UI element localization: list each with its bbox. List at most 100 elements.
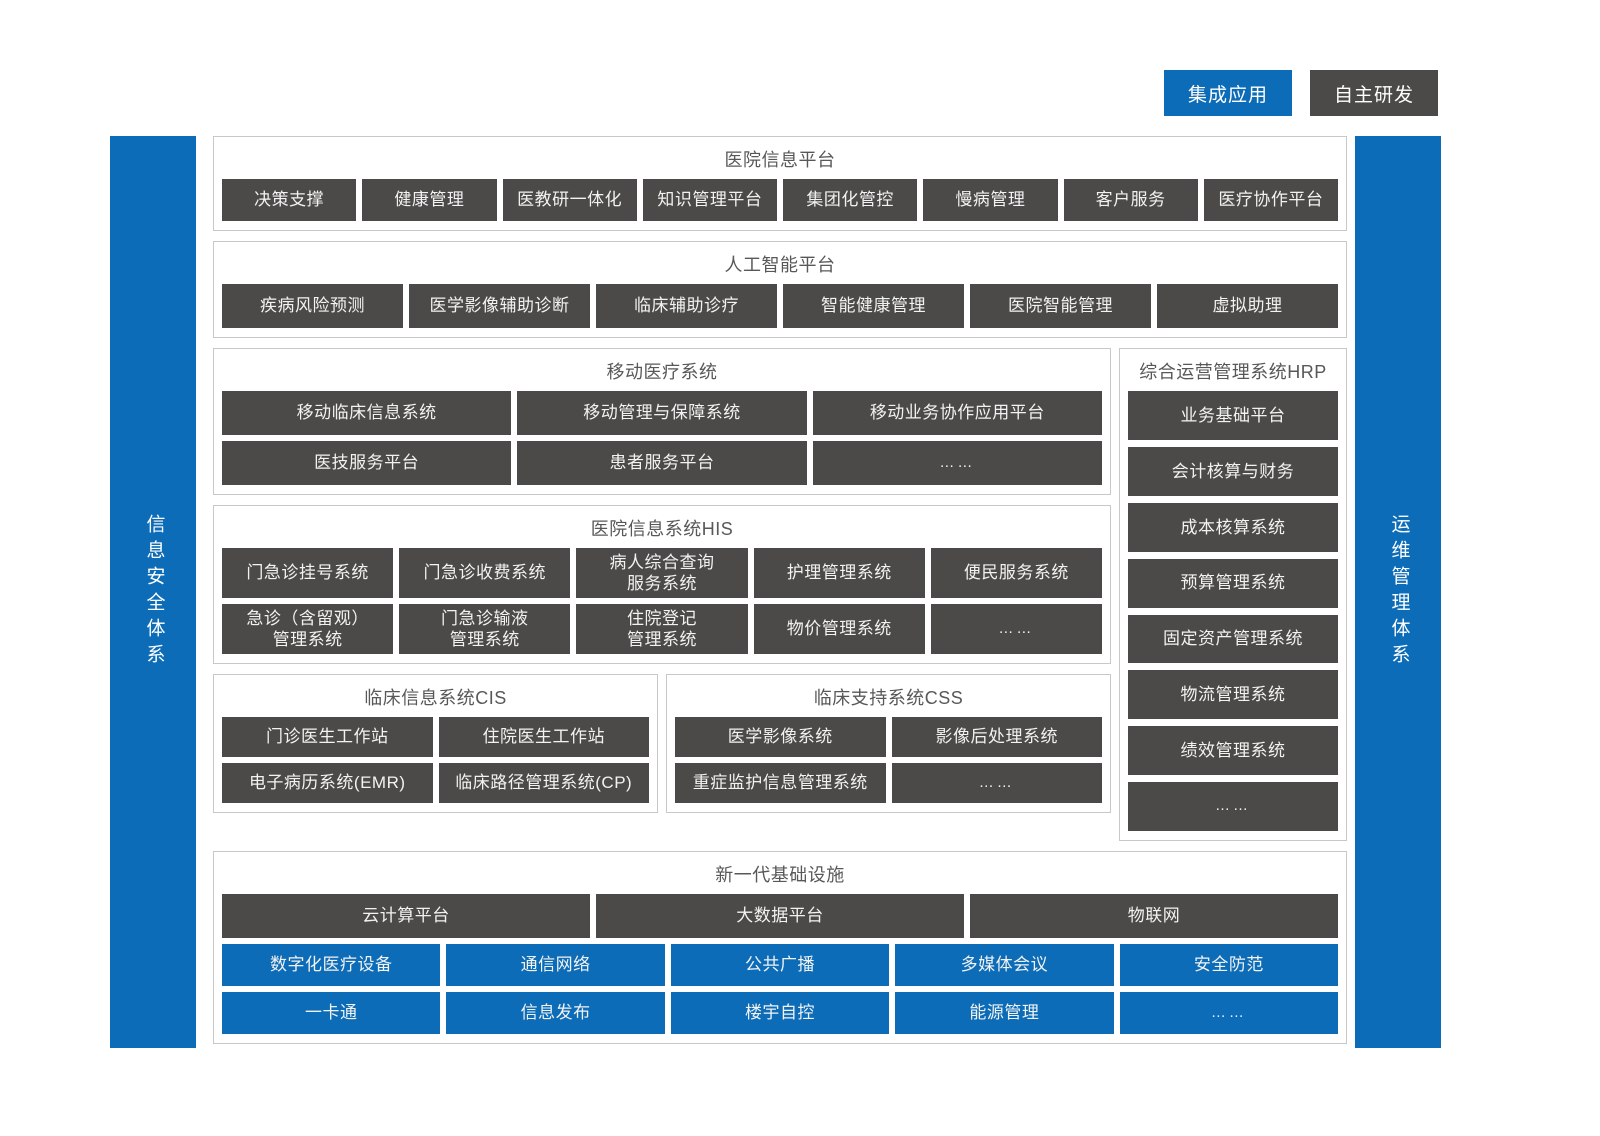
module-his-more[interactable]: …… xyxy=(930,604,1103,654)
module-outpatient-infusion[interactable]: 门急诊输液 管理系统 xyxy=(399,604,571,654)
module-digital-medical-equipment[interactable]: 数字化医疗设备 xyxy=(222,944,441,986)
module-business-base-platform[interactable]: 业务基础平台 xyxy=(1128,391,1338,440)
module-group-management[interactable]: 集团化管控 xyxy=(783,179,918,221)
module-patient-service-platform[interactable]: 患者服务平台 xyxy=(517,441,807,485)
sidebar-operation-maintenance-system: 运维管理体系 xyxy=(1355,136,1441,1048)
module-health-management[interactable]: 健康管理 xyxy=(362,179,497,221)
middle-region: 移动医疗系统 移动临床信息系统 移动管理与保障系统 移动业务协作应用平台 医技服… xyxy=(213,348,1347,841)
module-multimedia-conference[interactable]: 多媒体会议 xyxy=(895,944,1114,986)
module-customer-service[interactable]: 客户服务 xyxy=(1063,179,1198,221)
panel-hospital-information-platform: 医院信息平台 决策支撑 健康管理 医教研一体化 知识管理平台 集团化管控 慢病管… xyxy=(213,136,1347,231)
panel-row: 电子病历系统(EMR) 临床路径管理系统(CP) xyxy=(222,763,649,803)
panel-title: 医院信息系统HIS xyxy=(590,519,734,539)
module-mobile-management-support[interactable]: 移动管理与保障系统 xyxy=(517,391,807,435)
panel-hrp: 综合运营管理系统HRP 业务基础平台 会计核算与财务 成本核算系统 预算管理系统… xyxy=(1119,348,1347,841)
panel-cis: 临床信息系统CIS 门诊医生工作站 住院医生工作站 电子病历系统(EMR) 临床… xyxy=(213,674,658,813)
module-clinical-assisted-diagnosis[interactable]: 临床辅助诊疗 xyxy=(596,284,777,328)
panel-title: 移动医疗系统 xyxy=(606,362,718,382)
panel-row: 门急诊挂号系统 门急诊收费系统 病人综合查询 服务系统 护理管理系统 便民服务系… xyxy=(222,548,1103,598)
module-all-in-one-card[interactable]: 一卡通 xyxy=(222,992,441,1034)
module-smart-hospital-management[interactable]: 医院智能管理 xyxy=(970,284,1151,328)
panel-row: 移动临床信息系统 移动管理与保障系统 移动业务协作应用平台 xyxy=(222,391,1102,435)
module-decision-support[interactable]: 决策支撑 xyxy=(222,179,357,221)
module-outpatient-charging[interactable]: 门急诊收费系统 xyxy=(399,548,571,598)
module-virtual-assistant[interactable]: 虚拟助理 xyxy=(1157,284,1338,328)
panel-infrastructure: 新一代基础设施 云计算平台 大数据平台 物联网 数字化医疗设备 通信网络 公共广… xyxy=(213,851,1347,1044)
module-inpatient-registration[interactable]: 住院登记 管理系统 xyxy=(576,604,748,654)
legend-self-developed[interactable]: 自主研发 xyxy=(1310,70,1438,116)
panel-title: 新一代基础设施 xyxy=(715,865,845,885)
panel-row: 重症监护信息管理系统 …… xyxy=(675,763,1102,803)
module-mobile-business-collaboration[interactable]: 移动业务协作应用平台 xyxy=(812,391,1102,435)
hrp-list: 业务基础平台 会计核算与财务 成本核算系统 预算管理系统 固定资产管理系统 物流… xyxy=(1128,391,1338,831)
module-patient-inquiry-service[interactable]: 病人综合查询 服务系统 xyxy=(576,548,748,598)
module-inpatient-doctor-workstation[interactable]: 住院医生工作站 xyxy=(438,717,649,757)
panel-title: 人工智能平台 xyxy=(724,255,836,275)
module-outpatient-registration[interactable]: 门急诊挂号系统 xyxy=(222,548,394,598)
panel-mobile-medical-system: 移动医疗系统 移动临床信息系统 移动管理与保障系统 移动业务协作应用平台 医技服… xyxy=(213,348,1111,495)
panel-title: 临床支持系统CSS xyxy=(813,688,964,708)
module-performance-management[interactable]: 绩效管理系统 xyxy=(1128,726,1338,776)
module-public-broadcasting[interactable]: 公共广播 xyxy=(670,944,890,986)
module-accounting-finance[interactable]: 会计核算与财务 xyxy=(1128,446,1338,496)
sidebar-right-label: 运维管理体系 xyxy=(1388,514,1410,670)
panel-title: 临床信息系统CIS xyxy=(364,688,507,708)
sidebar-left-label: 信息安全体系 xyxy=(143,514,165,670)
module-energy-management[interactable]: 能源管理 xyxy=(895,992,1114,1034)
module-smart-health-management[interactable]: 智能健康管理 xyxy=(783,284,964,328)
panel-title: 医院信息平台 xyxy=(724,150,836,170)
module-infra-more[interactable]: …… xyxy=(1119,992,1339,1034)
panel-his: 医院信息系统HIS 门急诊挂号系统 门急诊收费系统 病人综合查询 服务系统 护理… xyxy=(213,505,1111,664)
module-building-automation[interactable]: 楼宇自控 xyxy=(670,992,890,1034)
module-medical-imaging-system[interactable]: 医学影像系统 xyxy=(675,717,886,757)
module-clinical-pathway[interactable]: 临床路径管理系统(CP) xyxy=(438,763,649,803)
module-medical-collaboration[interactable]: 医疗协作平台 xyxy=(1203,179,1338,221)
middle-right-column: 综合运营管理系统HRP 业务基础平台 会计核算与财务 成本核算系统 预算管理系统… xyxy=(1119,348,1347,841)
cis-css-region: 临床信息系统CIS 门诊医生工作站 住院医生工作站 电子病历系统(EMR) 临床… xyxy=(213,674,1111,813)
module-mobile-clinical-info-system[interactable]: 移动临床信息系统 xyxy=(222,391,512,435)
module-emergency-observation[interactable]: 急诊（含留观） 管理系统 xyxy=(222,604,394,654)
module-communication-network[interactable]: 通信网络 xyxy=(446,944,665,986)
module-internet-of-things[interactable]: 物联网 xyxy=(970,894,1338,938)
panel-title: 综合运营管理系统HRP xyxy=(1139,362,1327,382)
module-budget-management[interactable]: 预算管理系统 xyxy=(1128,558,1338,608)
module-medical-technology-service[interactable]: 医技服务平台 xyxy=(222,441,512,485)
module-convenience-service[interactable]: 便民服务系统 xyxy=(930,548,1103,598)
panel-row: 数字化医疗设备 通信网络 公共广播 多媒体会议 安全防范 xyxy=(222,944,1339,986)
panel-row: 疾病风险预测 医学影像辅助诊断 临床辅助诊疗 智能健康管理 医院智能管理 虚拟助… xyxy=(222,284,1338,328)
module-hrp-more[interactable]: …… xyxy=(1128,782,1338,831)
module-imaging-assisted-diagnosis[interactable]: 医学影像辅助诊断 xyxy=(409,284,590,328)
module-information-release[interactable]: 信息发布 xyxy=(446,992,665,1034)
panel-row: 一卡通 信息发布 楼宇自控 能源管理 …… xyxy=(222,992,1339,1034)
sidebar-information-security-system: 信息安全体系 xyxy=(110,136,196,1048)
module-css-more[interactable]: …… xyxy=(891,763,1102,803)
panel-ai-platform: 人工智能平台 疾病风险预测 医学影像辅助诊断 临床辅助诊疗 智能健康管理 医院智… xyxy=(213,241,1347,338)
panel-row: 医学影像系统 影像后处理系统 xyxy=(675,717,1102,757)
module-image-post-processing[interactable]: 影像后处理系统 xyxy=(891,717,1102,757)
legend: 集成应用 自主研发 xyxy=(1164,70,1438,116)
module-mobile-more[interactable]: …… xyxy=(812,441,1102,485)
module-cloud-computing-platform[interactable]: 云计算平台 xyxy=(222,894,590,938)
panel-row: 医技服务平台 患者服务平台 …… xyxy=(222,441,1102,485)
module-logistics-management[interactable]: 物流管理系统 xyxy=(1128,670,1338,720)
module-medical-education-research[interactable]: 医教研一体化 xyxy=(502,179,637,221)
module-nursing-management[interactable]: 护理管理系统 xyxy=(753,548,925,598)
module-outpatient-doctor-workstation[interactable]: 门诊医生工作站 xyxy=(222,717,433,757)
middle-left-column: 移动医疗系统 移动临床信息系统 移动管理与保障系统 移动业务协作应用平台 医技服… xyxy=(213,348,1111,841)
module-chronic-disease-management[interactable]: 慢病管理 xyxy=(923,179,1058,221)
legend-integrated-application[interactable]: 集成应用 xyxy=(1164,70,1292,116)
module-security-protection[interactable]: 安全防范 xyxy=(1119,944,1339,986)
module-cost-accounting[interactable]: 成本核算系统 xyxy=(1128,502,1338,552)
module-fixed-asset-management[interactable]: 固定资产管理系统 xyxy=(1128,614,1338,664)
panel-row: 决策支撑 健康管理 医教研一体化 知识管理平台 集团化管控 慢病管理 客户服务 … xyxy=(222,179,1338,221)
module-knowledge-management[interactable]: 知识管理平台 xyxy=(642,179,777,221)
module-price-management[interactable]: 物价管理系统 xyxy=(753,604,925,654)
module-icu-information-management[interactable]: 重症监护信息管理系统 xyxy=(675,763,886,803)
module-emr[interactable]: 电子病历系统(EMR) xyxy=(222,763,433,803)
panel-row: 云计算平台 大数据平台 物联网 xyxy=(222,894,1338,938)
main-stack: 医院信息平台 决策支撑 健康管理 医教研一体化 知识管理平台 集团化管控 慢病管… xyxy=(213,136,1347,1044)
module-big-data-platform[interactable]: 大数据平台 xyxy=(596,894,964,938)
panel-row: 急诊（含留观） 管理系统 门急诊输液 管理系统 住院登记 管理系统 物价管理系统… xyxy=(222,604,1103,654)
module-disease-risk-prediction[interactable]: 疾病风险预测 xyxy=(222,284,403,328)
